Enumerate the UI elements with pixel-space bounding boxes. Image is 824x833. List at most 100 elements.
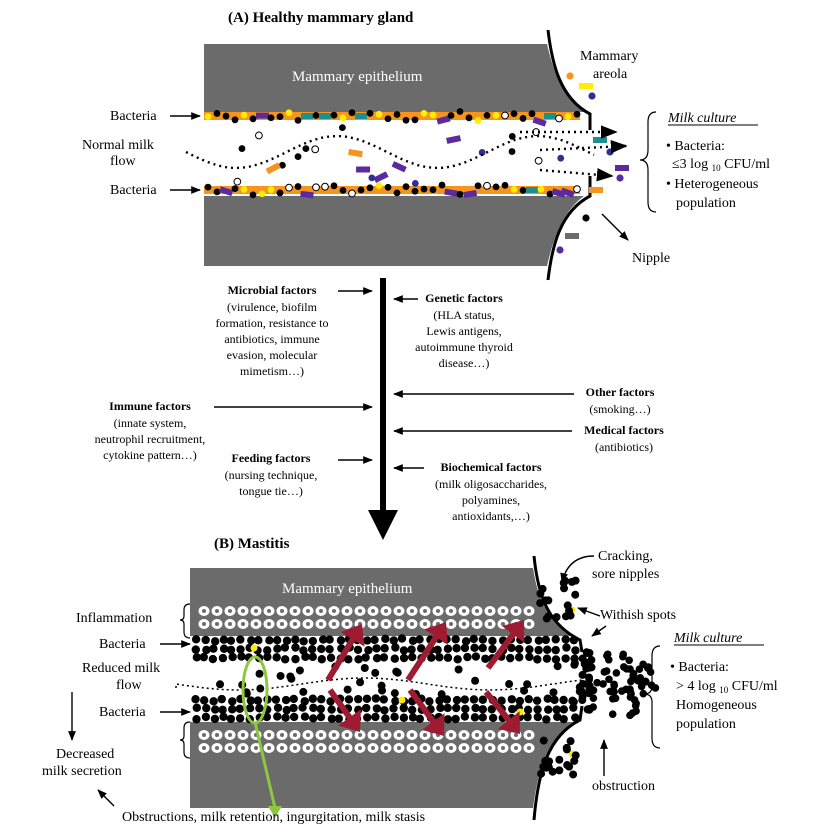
- inflammation-nucleus: [306, 733, 310, 737]
- bacterium-dot: [564, 113, 572, 120]
- bacterium-dot: [311, 145, 320, 154]
- bacterium-dot: [390, 654, 400, 663]
- bacterium-dot: [240, 111, 248, 119]
- inflammation-nucleus: [475, 746, 479, 750]
- bacterium-dot: [299, 637, 308, 646]
- bacterium-dot: [625, 656, 633, 665]
- inflammatory-arrow: [407, 688, 445, 737]
- bacterium-dot: [393, 111, 401, 118]
- bacterium-dot: [483, 111, 491, 119]
- bacterium-dot: [381, 634, 390, 643]
- microbial-factors-line: evasion, molecular: [227, 348, 318, 362]
- bacterium-dot: [519, 186, 527, 194]
- inflammation-nucleus: [228, 609, 232, 613]
- inflammation-nucleus: [293, 622, 297, 626]
- inflammation-brace-bottom: [179, 721, 191, 759]
- bacterium-dot: [312, 112, 320, 119]
- bacterium-dot: [435, 696, 444, 705]
- milk-flow-path: [185, 134, 595, 170]
- inflammation-nucleus: [345, 609, 349, 613]
- microbial-factors-line: (virulence, biofilm: [227, 300, 318, 314]
- reduced-flow-path: [175, 677, 585, 691]
- bacterium-rod: [551, 188, 566, 198]
- bacterium-dot: [287, 674, 296, 683]
- obstruction-green-line: [253, 721, 277, 809]
- bacterium-dot: [427, 653, 436, 662]
- bacterium-dot: [546, 190, 554, 198]
- reduced-milk-flow-line: [175, 677, 585, 691]
- inflammatory-arrow-shape: [483, 690, 520, 734]
- bacterium-dot: [533, 705, 542, 714]
- bacterium-rod: [589, 187, 603, 193]
- bacterium-dot: [452, 644, 461, 653]
- bacterium-dot: [474, 182, 482, 190]
- bacterium-dot: [272, 653, 281, 662]
- bacterium-dot: [411, 116, 419, 124]
- inflammation-nucleus: [228, 622, 232, 626]
- obstruction-label: obstruction: [592, 779, 655, 794]
- bacterium-dot: [378, 686, 387, 695]
- panel-a-title: (A) Healthy mammary gland: [228, 10, 414, 26]
- bacterium-rod: [463, 189, 478, 198]
- inflammatory-arrows: [325, 619, 525, 737]
- bacterium-dot: [408, 636, 418, 645]
- bacterium-dot: [389, 704, 398, 713]
- bacterium-dot: [542, 715, 551, 724]
- bacterium-dot: [192, 703, 201, 712]
- bacterium-dot: [610, 680, 618, 689]
- bacterium-rod: [301, 113, 313, 119]
- inflammation-nucleus: [345, 622, 349, 626]
- bacterium-dot: [343, 685, 352, 694]
- inflammation-nucleus: [449, 609, 453, 613]
- inflammation-nucleus: [410, 733, 414, 737]
- bacterium-dot: [363, 713, 372, 722]
- bacterium-dot: [265, 636, 274, 645]
- panel-b-epithelium-bottom: [190, 722, 576, 808]
- inflammation-nucleus: [254, 609, 258, 613]
- inflammation-nucleus: [410, 609, 414, 613]
- nipple-outline-top: [546, 29, 592, 130]
- nipple-outline-bottom: [546, 176, 592, 281]
- bacterium-dot: [433, 645, 442, 655]
- bacterium-dot: [508, 704, 517, 714]
- bacterium-dot: [219, 635, 229, 644]
- inflammation-nucleus: [319, 733, 323, 737]
- bacterium-dot: [483, 181, 491, 190]
- bacterium-dot: [569, 635, 579, 645]
- bacterium-dot: [573, 185, 581, 194]
- bacterium-dot: [289, 703, 298, 713]
- bacterium-dot: [460, 712, 470, 721]
- panel-a-epithelium-bottom: [204, 196, 584, 266]
- genetic-factors-line: disease…): [439, 356, 490, 370]
- bacterium-dot: [363, 636, 372, 645]
- inflammatory-arrow: [405, 622, 448, 682]
- bacterium-dot: [541, 596, 550, 605]
- bacterium-dot: [298, 703, 307, 712]
- biochemical-factors-line: antioxidants,…): [452, 509, 530, 523]
- bacterium-dot: [255, 131, 263, 140]
- bacteria-top-label: Bacteria: [110, 109, 157, 124]
- bacterium-dot: [384, 183, 392, 191]
- bacterium-dot: [307, 644, 317, 654]
- bacterium-dot: [415, 635, 424, 644]
- bacterium-dot: [399, 703, 408, 713]
- bacterium-dot: [620, 663, 628, 671]
- bacterium-dot: [364, 645, 373, 655]
- bacterium-rod: [615, 165, 629, 171]
- bacterium-dot: [452, 695, 462, 705]
- bacterium-dot: [339, 124, 346, 131]
- inflammation-nucleus: [267, 746, 271, 750]
- bacterium-dot: [402, 116, 410, 124]
- bacterium-dot: [330, 182, 338, 190]
- bacterium-dot: [218, 653, 228, 663]
- bacterium-dot: [389, 636, 398, 645]
- inflammation-nucleus: [514, 609, 518, 613]
- bacterium-dot: [478, 705, 487, 714]
- inflammation-nucleus: [306, 622, 310, 626]
- bacterium-dot: [392, 667, 401, 676]
- biochemical-factors-line: polyamines,: [462, 493, 520, 507]
- bacterium-dot: [626, 685, 634, 693]
- bacterium-dot: [372, 704, 382, 713]
- bacterium-dot: [192, 715, 201, 724]
